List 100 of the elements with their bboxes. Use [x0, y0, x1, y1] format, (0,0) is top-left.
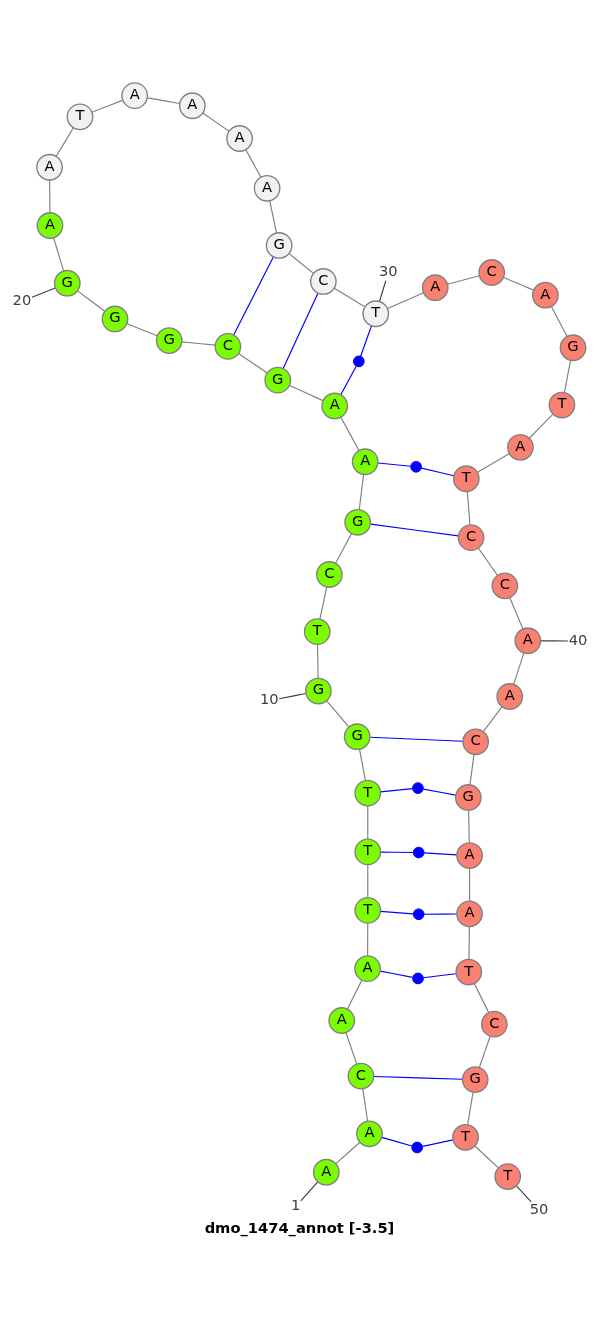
- connector: [380, 910, 414, 915]
- node-circle: C: [491, 572, 519, 600]
- node-circle: G: [265, 232, 293, 259]
- connector: [503, 276, 535, 291]
- node-circle: [412, 846, 425, 859]
- node-circle: T: [66, 103, 94, 131]
- node-circle: G: [461, 1066, 489, 1093]
- connector: [473, 983, 490, 1014]
- connector: [49, 179, 51, 214]
- connector: [386, 292, 425, 310]
- connector: [288, 253, 315, 274]
- connector: [422, 1139, 454, 1147]
- node-circle: T: [452, 465, 480, 493]
- node-circle: T: [494, 1163, 522, 1190]
- node-circle: A: [507, 433, 534, 461]
- connector: [346, 979, 363, 1010]
- connector: [422, 973, 457, 979]
- node-circle: C: [214, 333, 242, 360]
- diagram-title: dmo_1474_annot [-3.5]: [204, 1219, 395, 1237]
- connector: [377, 462, 412, 467]
- node-circle: A: [178, 92, 206, 120]
- node-circle: [410, 460, 422, 473]
- connector: [478, 1035, 491, 1068]
- node-circle: A: [531, 281, 559, 309]
- connector: [300, 1181, 319, 1202]
- connector: [202, 112, 230, 132]
- connector: [468, 809, 470, 844]
- node-circle: A: [253, 174, 281, 202]
- node-circle: G: [344, 508, 372, 536]
- connector: [474, 1145, 499, 1169]
- connector: [360, 325, 373, 357]
- node-circle: [412, 972, 424, 985]
- node-circle: A: [456, 900, 483, 928]
- connector: [367, 922, 369, 957]
- node-circle: [412, 782, 424, 794]
- node-circle: G: [343, 723, 371, 751]
- connector: [335, 1141, 361, 1165]
- node-circle: C: [478, 259, 506, 286]
- connector: [381, 1136, 413, 1147]
- node-text: 20: [12, 290, 32, 308]
- connector: [345, 1031, 358, 1065]
- connector: [370, 523, 459, 537]
- connector: [326, 700, 350, 728]
- connector: [468, 926, 470, 960]
- node-circle: G: [53, 269, 81, 297]
- connector: [466, 490, 471, 526]
- node-text: 10: [260, 690, 279, 708]
- node-circle: G: [559, 334, 587, 362]
- connector: [76, 290, 105, 312]
- connector: [515, 1185, 532, 1203]
- connector: [513, 652, 525, 685]
- node-circle: C: [457, 524, 485, 552]
- connector: [482, 706, 503, 732]
- connector: [340, 416, 360, 452]
- node-text: 30: [379, 261, 398, 279]
- node-circle: [411, 1141, 424, 1154]
- connector: [333, 287, 366, 308]
- connector: [378, 280, 387, 302]
- node-circle: G: [101, 305, 129, 333]
- node-circle: A: [421, 274, 449, 302]
- node-circle: C: [309, 268, 337, 295]
- node-circle: T: [452, 1123, 479, 1151]
- node-circle: T: [354, 896, 382, 924]
- connector: [288, 384, 324, 402]
- connector: [422, 788, 457, 796]
- connector: [367, 864, 369, 898]
- node-circle: A: [321, 392, 349, 420]
- node-circle: T: [354, 838, 382, 866]
- node-text: 40: [568, 630, 588, 648]
- connector: [359, 749, 366, 782]
- connector: [126, 323, 158, 337]
- node-circle: C: [480, 1010, 508, 1038]
- node-text: 1: [291, 1196, 301, 1214]
- connector: [181, 341, 216, 346]
- connector: [369, 736, 464, 742]
- connector: [468, 867, 471, 902]
- connector: [476, 453, 510, 473]
- node-circle: A: [354, 955, 381, 983]
- node-circle: T: [362, 300, 390, 328]
- node-text: 50: [529, 1199, 549, 1217]
- node-circle: C: [315, 561, 343, 588]
- node-circle: A: [496, 683, 524, 710]
- node-circle: A: [351, 448, 379, 476]
- connector: [334, 533, 353, 564]
- connector: [469, 753, 475, 786]
- node-circle: A: [312, 1158, 340, 1186]
- connector: [91, 99, 124, 113]
- connector: [340, 365, 357, 396]
- connector: [31, 287, 56, 298]
- connector: [53, 237, 65, 272]
- node-circle: [352, 355, 365, 368]
- node-circle: T: [354, 779, 382, 807]
- connector: [55, 127, 74, 157]
- connector: [379, 970, 414, 978]
- connector: [233, 256, 274, 336]
- node-circle: A: [356, 1120, 383, 1148]
- connector: [237, 352, 268, 374]
- connector: [358, 474, 365, 511]
- node-circle: G: [454, 784, 482, 811]
- connector: [362, 1088, 369, 1122]
